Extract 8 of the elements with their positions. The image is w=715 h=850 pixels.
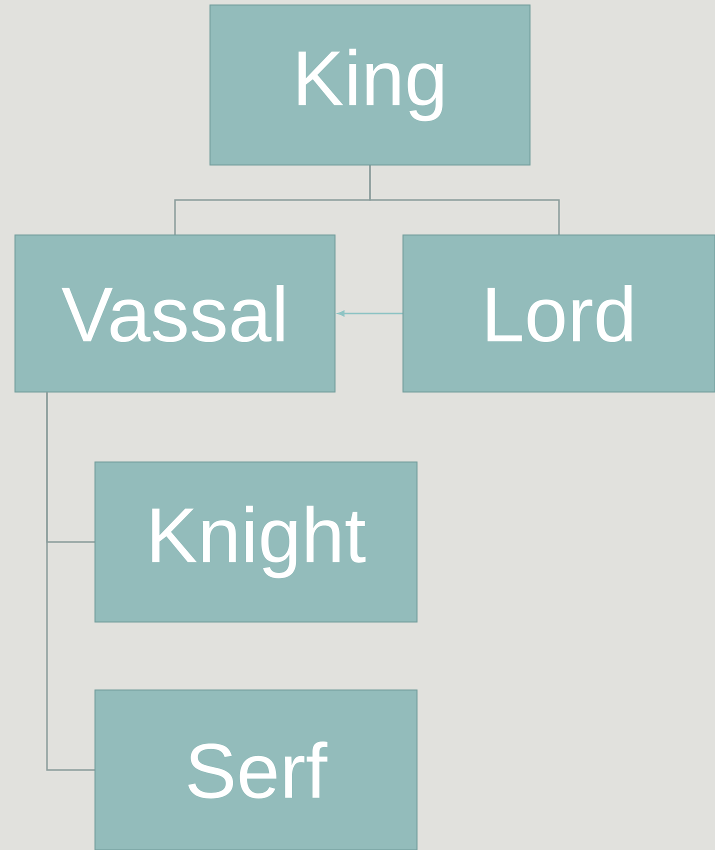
title-box: Vassal: [14, 234, 336, 392]
title-box: Knight: [94, 462, 418, 622]
connector: [46, 392, 94, 771]
connector: [338, 310, 402, 316]
title-box: Lord: [402, 234, 715, 392]
title-box: King: [210, 4, 530, 166]
connector: [369, 166, 560, 234]
title-box: Serf: [94, 690, 418, 850]
